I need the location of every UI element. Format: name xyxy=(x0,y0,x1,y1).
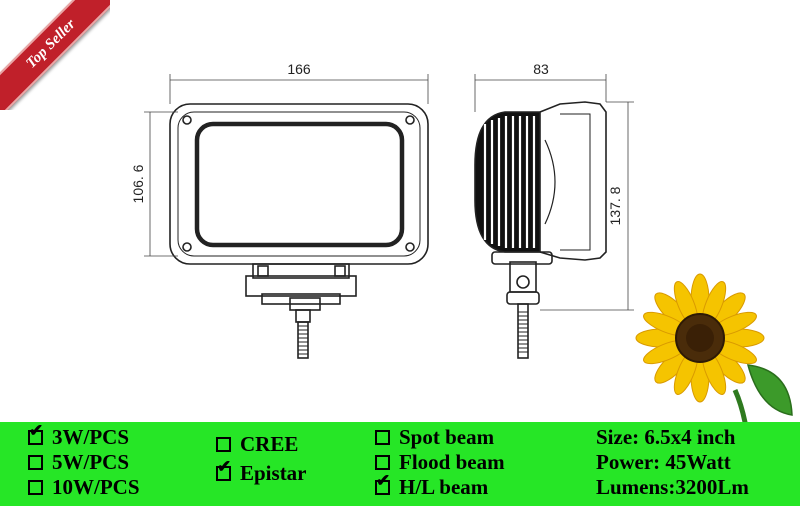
option-label: H/L beam xyxy=(399,475,489,499)
option-5w[interactable]: 5W/PCS xyxy=(28,450,140,475)
checkbox-icon-checked[interactable] xyxy=(28,422,43,445)
option-epistar[interactable]: Epistar xyxy=(216,458,307,488)
heat-sink-fins xyxy=(483,116,536,248)
spec-power: Power: 45Watt xyxy=(596,450,731,474)
checkbox-icon-checked[interactable] xyxy=(375,472,390,495)
mount-screw-icon xyxy=(182,115,192,125)
sunflower-icon xyxy=(635,273,793,422)
side-reflector xyxy=(544,139,556,225)
checkbox-icon[interactable] xyxy=(216,437,231,452)
spec-bar: 3W/PCS 5W/PCS 10W/PCS CREE Epistar Spot … xyxy=(0,422,800,506)
side-bracket xyxy=(491,251,553,305)
spec-list: Size: 6.5x4 inch Power: 45Watt Lumens:32… xyxy=(596,425,749,500)
mount-screw-icon xyxy=(405,115,415,125)
checkbox-icon[interactable] xyxy=(375,430,390,445)
front-housing-outline xyxy=(169,103,429,265)
technical-drawing: 166 106. 6 xyxy=(130,61,793,422)
side-height-label: 137. 8 xyxy=(607,186,623,225)
side-bolt xyxy=(517,303,529,359)
option-spot-beam[interactable]: Spot beam xyxy=(375,425,505,450)
option-cree[interactable]: CREE xyxy=(216,430,307,459)
front-bolt xyxy=(297,321,309,359)
side-bezel xyxy=(560,113,591,251)
option-label: 10W/PCS xyxy=(52,475,140,499)
ribbon-container: Top Seller xyxy=(0,0,110,110)
front-bracket xyxy=(245,263,357,323)
top-seller-ribbon: Top Seller xyxy=(0,0,110,110)
front-lens xyxy=(194,121,405,248)
chip-options: CREE Epistar xyxy=(216,430,307,488)
option-label: 5W/PCS xyxy=(52,450,130,474)
option-3w[interactable]: 3W/PCS xyxy=(28,422,140,450)
checkbox-icon[interactable] xyxy=(28,480,43,495)
front-inner-bezel xyxy=(177,111,421,257)
mount-screw-icon xyxy=(405,242,415,252)
mount-screw-icon xyxy=(182,242,192,252)
option-label: Spot beam xyxy=(399,425,495,449)
option-label: Flood beam xyxy=(399,450,505,474)
front-width-label: 166 xyxy=(287,61,311,77)
front-view xyxy=(169,103,429,359)
power-options: 3W/PCS 5W/PCS 10W/PCS xyxy=(28,422,140,500)
option-10w[interactable]: 10W/PCS xyxy=(28,475,140,500)
checkbox-icon-checked[interactable] xyxy=(216,458,231,481)
checkbox-icon[interactable] xyxy=(375,455,390,470)
side-lens-ring xyxy=(539,101,607,261)
beam-options: Spot beam Flood beam H/L beam xyxy=(375,425,505,500)
option-hl-beam[interactable]: H/L beam xyxy=(375,472,505,500)
front-dimension-lines xyxy=(144,74,429,257)
front-height-label: 106. 6 xyxy=(130,164,146,203)
spec-lumens: Lumens:3200Lm xyxy=(596,475,749,499)
checkbox-icon[interactable] xyxy=(28,455,43,470)
option-flood-beam[interactable]: Flood beam xyxy=(375,450,505,475)
option-label: CREE xyxy=(240,432,299,456)
spec-size: Size: 6.5x4 inch xyxy=(596,425,736,449)
side-view xyxy=(474,101,607,359)
option-label: 3W/PCS xyxy=(52,425,130,449)
option-label: Epistar xyxy=(240,461,307,485)
side-width-label: 83 xyxy=(533,61,549,77)
side-dimension-lines xyxy=(474,74,634,311)
